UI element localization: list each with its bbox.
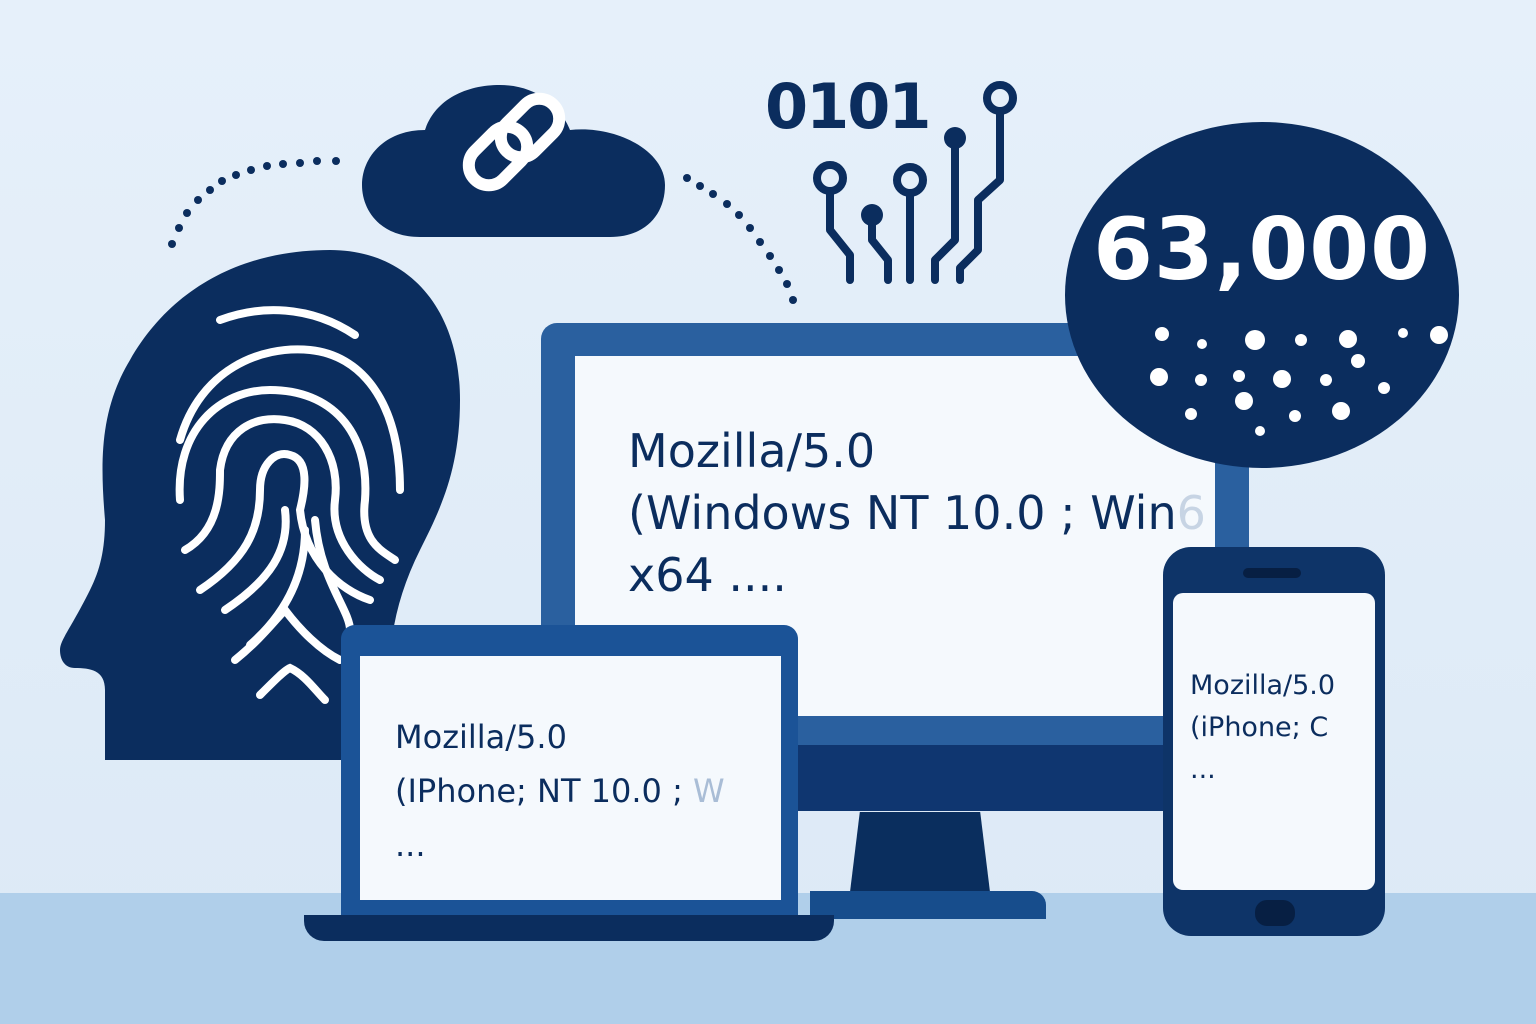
stat-circle [1065,122,1459,468]
laptop-screen [360,656,781,900]
phone-user-agent: Mozilla/5.0 (iPhone; C ... [1190,665,1335,791]
ua-line-1: Mozilla/5.0 [395,718,567,756]
phone-speaker [1243,568,1301,578]
laptop-base [304,915,834,941]
monitor-user-agent: Mozilla/5.0 (Windows NT 10.0 ; Win6 x64 … [628,420,1206,606]
laptop-user-agent: Mozilla/5.0 (IPhone; NT 10.0 ; W ... [395,710,725,872]
ua-line-2: (Windows NT 10.0 ; Win6 [628,486,1206,540]
monitor-stand-neck [850,812,990,892]
phone-screen [1173,593,1375,890]
ua-line-3: x64 .... [628,548,787,602]
ua-line-1: Mozilla/5.0 [628,424,876,478]
stat-value: 63,000 [1093,200,1431,300]
phone-home-button [1255,900,1295,926]
monitor-stand-foot [810,891,1046,919]
ua-line-1: Mozilla/5.0 [1190,670,1336,701]
ua-line-3: ... [1190,754,1216,785]
binary-label: 0101 [765,70,932,143]
cloud-link-icon [362,85,665,237]
ua-line-2: (IPhone; NT 10.0 ; W [395,772,725,810]
ua-line-3: ... [395,826,426,864]
circuit-icon [813,81,1017,284]
ua-line-2: (iPhone; C [1190,712,1329,743]
